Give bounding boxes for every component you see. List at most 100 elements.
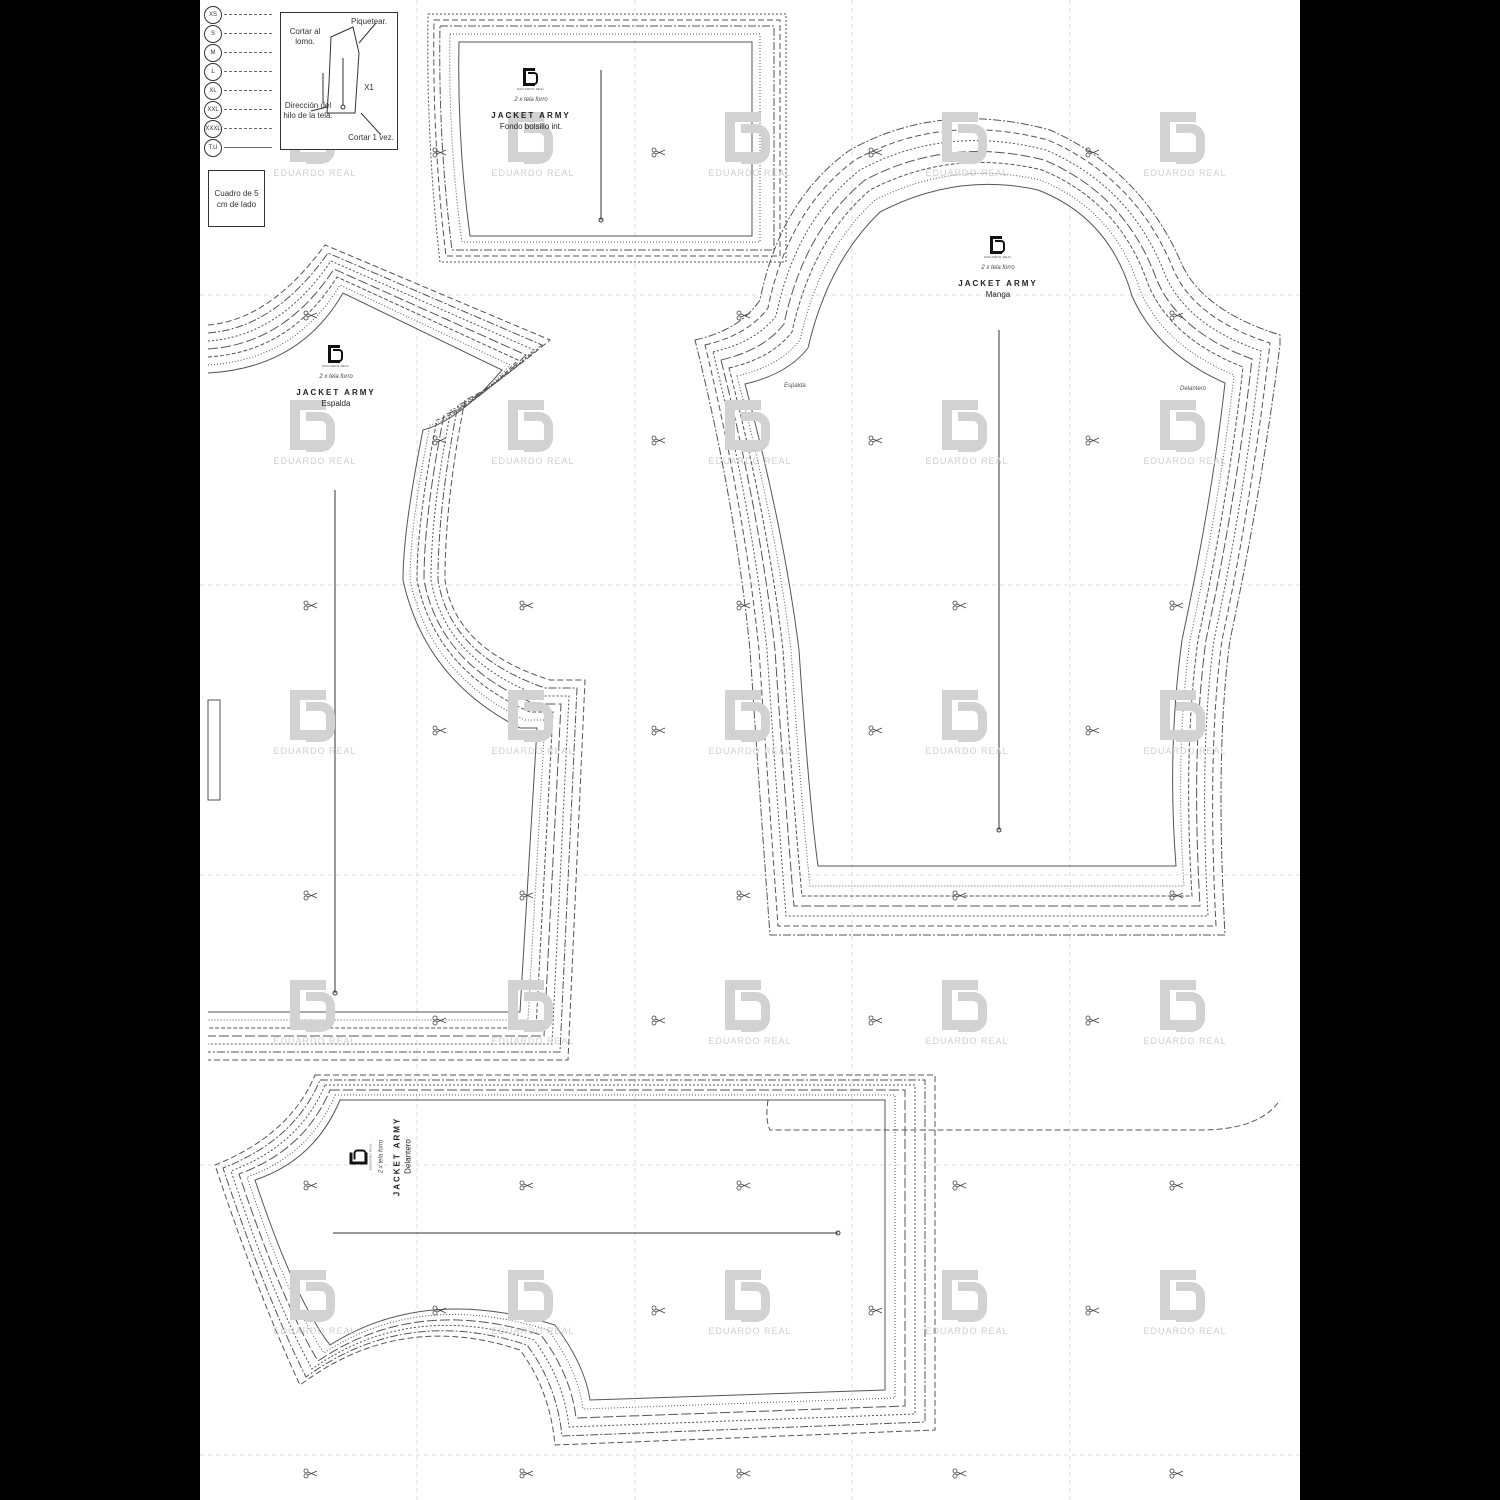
cortar-lomo-label: Cortar al lomo. [289,27,321,46]
pocket-piece [427,13,787,263]
scissors-icon [868,1305,883,1316]
watermark-text: EDUARDO REAL [273,1326,357,1336]
watermark-text: EDUARDO REAL [491,1036,575,1046]
watermark-text: EDUARDO REAL [708,168,792,178]
label-delantero: EDUARDO REAL 2 x tela forro JACKET ARMY … [349,1077,413,1237]
scissors-icon [1085,1305,1100,1316]
scissors-icon [432,725,447,736]
scissors-icon [952,600,967,611]
watermark-logo-icon [290,1270,340,1322]
watermark-logo-icon [942,690,992,742]
watermark-logo-icon [1160,1270,1210,1322]
watermark-logo-icon [725,690,775,742]
watermark: EDUARDO REAL [700,690,800,770]
size-row-xxl: XXL [204,101,274,120]
watermark-text: EDUARDO REAL [1143,1036,1227,1046]
scissors-icon [519,1468,534,1479]
piquetear-label: Piquetear. [350,17,388,26]
watermark-logo-icon [725,980,775,1032]
watermark-text: EDUARDO REAL [925,1036,1009,1046]
watermark-text: EDUARDO REAL [708,456,792,466]
watermark-logo-icon [1160,690,1210,742]
scissors-icon [1169,310,1184,321]
scissors-icon [736,1468,751,1479]
watermark-logo-icon [508,400,558,452]
watermark-logo-icon [1160,980,1210,1032]
scissors-icon [736,310,751,321]
watermark-logo-icon [942,400,992,452]
scissors-icon [1085,725,1100,736]
scissors-icon [651,147,666,158]
scissors-icon [651,725,666,736]
scissors-icon [303,1180,318,1191]
watermark: EDUARDO REAL [483,1270,583,1350]
scissors-icon [651,435,666,446]
scissor-marks [303,147,1184,1479]
watermark-logo-icon [942,980,992,1032]
watermark: EDUARDO REAL [700,400,800,480]
scissors-icon [952,890,967,901]
watermark-logo-icon [290,980,340,1032]
watermark: EDUARDO REAL [917,112,1017,192]
sleeve-back-note: Espalda [784,383,806,389]
scissors-icon [432,435,447,446]
size-row-tu: T.U [204,139,274,158]
watermark: EDUARDO REAL [483,400,583,480]
scissors-icon [651,1015,666,1026]
scissors-icon [868,147,883,158]
watermark-text: EDUARDO REAL [491,456,575,466]
scissors-icon [303,600,318,611]
watermark: EDUARDO REAL [1135,1270,1235,1350]
watermark-text: EDUARDO REAL [273,168,357,178]
watermark-logo-icon [508,980,558,1032]
scissors-icon [432,1015,447,1026]
watermark-logo-icon [1160,112,1210,164]
size-row-xs: XS [204,6,274,25]
direccion-hilo-label: Dirección del hilo de la tela. [283,101,333,120]
size-row-s: S [204,25,274,44]
scale-square: Cuadro de 5 cm de lado [208,170,265,227]
watermark: EDUARDO REAL [1135,112,1235,192]
watermark-text: EDUARDO REAL [925,456,1009,466]
watermark: EDUARDO REAL [1135,980,1235,1060]
watermark-text: EDUARDO REAL [273,1036,357,1046]
scissors-icon [519,1180,534,1191]
watermark-text: EDUARDO REAL [1143,168,1227,178]
watermark: EDUARDO REAL [700,1270,800,1350]
scissors-icon [736,600,751,611]
scissors-icon [432,1305,447,1316]
symbol-legend-box: Piquetear. Cortar al lomo. Dirección del… [280,12,398,150]
scissors-icon [868,1015,883,1026]
watermark-text: EDUARDO REAL [273,746,357,756]
watermark: EDUARDO REAL [700,112,800,192]
scissors-icon [519,600,534,611]
scissors-icon [1169,600,1184,611]
watermark: EDUARDO REAL [265,690,365,770]
watermark: EDUARDO REAL [483,690,583,770]
watermark-logo-icon [942,112,992,164]
watermark-text: EDUARDO REAL [708,1326,792,1336]
scissors-icon [1085,147,1100,158]
watermark-text: EDUARDO REAL [925,168,1009,178]
watermark-text: EDUARDO REAL [273,456,357,466]
watermark-logo-icon [290,690,340,742]
watermark: EDUARDO REAL [1135,690,1235,770]
scissors-icon [303,310,318,321]
pattern-sheet: EDUARDO REAL EDUARDO REAL EDUARDO REAL EDUA… [200,0,1300,1500]
watermark: EDUARDO REAL [700,980,800,1060]
size-legend: XS S M L XL XXL XXXL T.U [204,6,274,158]
watermark-logo-icon [725,1270,775,1322]
watermark-text: EDUARDO REAL [1143,746,1227,756]
size-row-xl: XL [204,82,274,101]
sleeve-piece [694,118,1281,1131]
scissors-icon [303,890,318,901]
x1-label: X1 [364,83,374,92]
watermark: EDUARDO REAL [1135,400,1235,480]
logo-icon [523,68,539,86]
scissors-icon [736,1180,751,1191]
watermark: EDUARDO REAL [917,980,1017,1060]
scissors-icon [868,725,883,736]
front-piece [214,1074,936,1446]
scissors-icon [1169,1180,1184,1191]
scissors-icon [736,890,751,901]
